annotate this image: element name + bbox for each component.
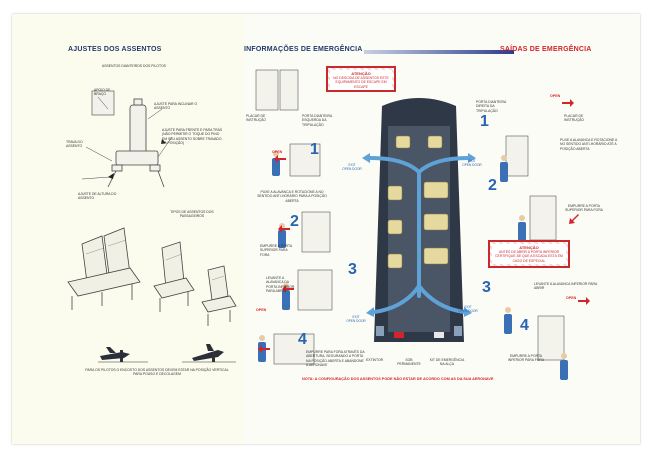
legend-emergency-kit: KIT DE EMERGÊNCIA NA ALÇA [429,358,465,367]
right-step-4-text: EMPURRE A PORTA INFERIOR PARA FORA [507,354,545,363]
legend-extinguisher: EXTINTOR [366,358,384,362]
left-step-2-text: EMPURRE A PORTA SUPERIOR PARA FORA [260,244,292,257]
warning-top-text: NO DESCIDA DE ASSENTOS ESTE EQUIPAMENTO … [333,76,389,89]
right-placard-label: PLACAR DE INSTRUÇÃO [564,114,584,123]
exit-label-rear-left-text: EXIT [352,315,360,319]
step-3-right: 3 [482,279,491,296]
right-step-2-text: EMPURRE A PORTA SUPERIOR PARA FORA [565,204,603,213]
step-2-left: 2 [290,213,299,230]
right-step-3-text: LEVANTE A ALAVANCA INFERIOR PARA ABRIR [534,282,598,291]
exit-label-front-left-sub: OPEN DOOR [342,166,362,171]
right-door-procedure-figures [500,99,590,380]
cabin-layout-diagram [362,98,476,342]
step-4-left: 4 [298,331,307,348]
open-label-right-1: OPEN [550,94,561,98]
pilot-seat-illustration [81,90,173,188]
fore-aft-adjust-label: AJUSTE PARA FRENTE E PARA TRÁS (NÃO PERM… [162,128,223,145]
aircraft-silhouettes [98,344,236,363]
safety-card: AJUSTES DOS ASSENTOS ASSENTOS DIANTEIROS… [12,14,640,444]
open-label-right-3: OPEN [566,296,577,300]
exit-label-front-left: EXIT OPEN DOOR [342,163,362,172]
step-1-left: 1 [310,141,319,158]
warning-bottom-heading: ATENÇÃO [519,245,539,250]
left-step-1-text: PUXE A ALAVANCA E ROTACIONE A NO SENTIDO… [257,190,327,203]
step-1-right: 1 [480,113,489,130]
warning-top-heading: ATENÇÃO [351,71,371,76]
armrest-label: APOIO DE BRAÇO [94,88,111,97]
warning-bottom-text: ANTES DE ABRIR A PORTA INFERIOR CERTIFIQ… [495,250,563,263]
exit-label-rear-left: EXIT OPEN DOOR [346,315,366,324]
header-rule-blue [364,50,514,54]
seat-lock-label: TRAVA DO ASSENTO [66,140,83,149]
left-placard-label: PLACAR DE INSTRUÇÃO [246,114,266,123]
step-4-right: 4 [520,317,529,334]
seat-configuration-footnote: NOTA: A CONFIGURAÇÃO DOS ASSENTOS PODE N… [302,377,494,381]
left-step-3-text: LEVANTE A ALAVANCA DA PORTA INFERIOR PAR… [266,276,295,293]
exit-label-front-right: EXIT OPEN DOOR [462,159,482,168]
seat-adjustments-title: AJUSTES DOS ASSENTOS [68,46,162,53]
open-label-left-1: OPEN [272,150,283,154]
exit-label-front-right-text: EXIT [468,159,476,163]
left-door-label: PORTA DIANTEIRA ESQUERDA DA TRIPULAÇÃO [302,114,333,127]
step-2-right: 2 [488,177,497,194]
left-door-procedure-figures [255,69,333,365]
exit-label-rear-right: EXIT OPEN DOOR [456,305,480,314]
recline-adjust-label: AJUSTE PARA INCLINAR O ASSENTO [154,102,198,111]
height-adjust-label: AJUSTE DE ALTURA DO ASSENTO [78,192,117,201]
emergency-info-title: INFORMAÇÕES DE EMERGÊNCIA [244,46,363,53]
left-step-4-text: EMPURRE PARA FORA ATRAVÉS DA ABERTURA, S… [306,350,365,367]
passenger-seats-caption: TIPOS DE ASSENTOS DOS PASSAGEIROS [170,210,214,219]
exit-label-rear-right-sub: OPEN DOOR [458,308,478,313]
emergency-info-panel: INFORMAÇÕES DE EMERGÊNCIA SAÍDAS DE EMER… [244,14,640,444]
pilot-seats-caption: ASSENTOS DIANTEIROS DOS PILOTOS [102,64,166,68]
exit-label-rear-right-text: EXIT [464,305,472,309]
exit-label-front-right-sub: OPEN DOOR [462,162,482,167]
warning-box-bottom: ATENÇÃO ANTES DE ABRIR A PORTA INFERIOR … [488,240,570,268]
passenger-seats-illustration [67,227,237,326]
right-door-label: PORTA DIANTEIRA DIREITA DA TRIPULAÇÃO [476,100,507,113]
exit-label-rear-left-sub: OPEN DOOR [346,318,366,323]
step-3-left: 3 [348,261,357,278]
seat-adjustments-panel: AJUSTES DOS ASSENTOS ASSENTOS DIANTEIROS… [12,14,244,444]
exit-label-front-left-text: EXIT [348,163,356,167]
right-step-1-text: PUXE A ALAVANCA E ROTACIONE A NO SENTIDO… [560,138,618,151]
open-label-left-3: OPEN [256,308,267,312]
warning-box-top: ATENÇÃO NO DESCIDA DE ASSENTOS ESTE EQUI… [326,66,396,92]
pilot-seat-note: PARA OS PILOTOS O ENCOSTO DOS ASSENTOS D… [85,368,229,377]
emergency-exits-title: SAÍDAS DE EMERGÊNCIA [500,46,592,53]
legend-permanent: SOB PERMANENTE [397,358,421,367]
